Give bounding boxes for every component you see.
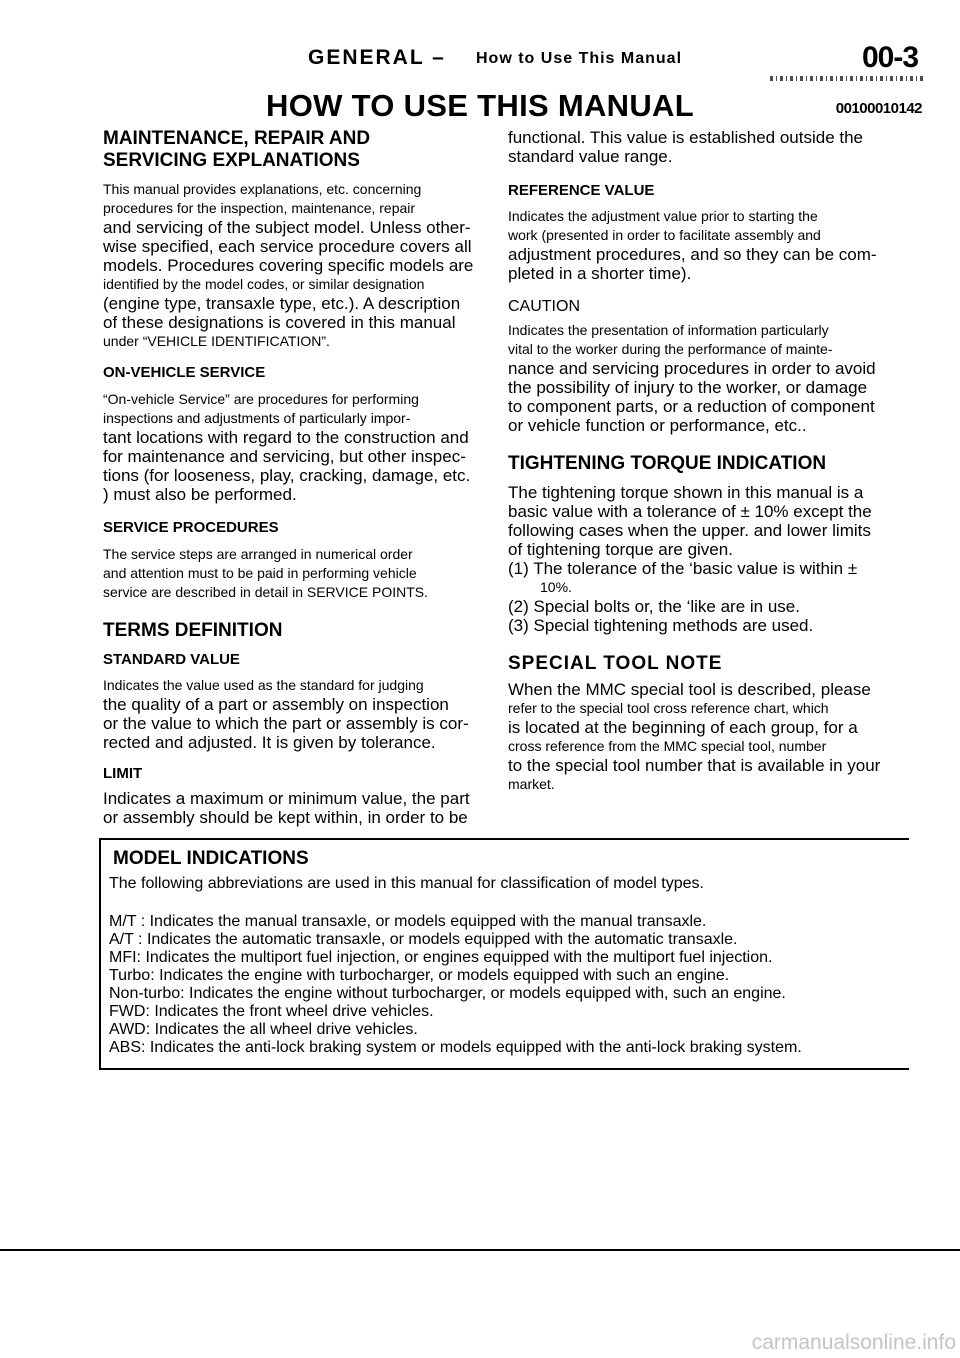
body-line: The tightening torque shown in this manu… [508,483,864,502]
on-vehicle-heading: ON-VEHICLE SERVICE [103,364,266,381]
body-line: cross reference from the MMC special too… [508,738,827,754]
body-line: This manual provides explanations, etc. … [103,181,422,197]
body-line: functional. This value is established ou… [508,128,864,147]
maintenance-heading-line: SERVICING EXPLANATIONS [103,150,360,171]
reference-value-heading: REFERENCE VALUE [508,182,655,199]
body-line: (1) The tolerance of the ‘basic value is… [508,559,858,578]
limit-body: Indicates a maximum or minimum value, th… [103,789,491,827]
terms-definition-heading: TERMS DEFINITION [103,620,283,641]
body-line: service are described in detail in SERVI… [103,584,428,600]
special-tool-body: When the MMC special tool is described, … [508,680,912,794]
tightening-torque-heading: TIGHTENING TORQUE INDICATION [508,453,827,474]
body-line: procedures for the inspection, maintenan… [103,200,416,216]
abbreviation-item: Turbo: Indicates the engine with turboch… [109,967,730,984]
body-line: models. Procedures covering specific mod… [103,256,474,275]
body-line: work (presented in order to facilitate a… [508,227,821,243]
body-line: Indicates the presentation of informatio… [508,322,829,338]
body-line: (3) Special tightening methods are used. [508,616,814,635]
model-indications-heading: MODEL INDICATIONS [113,848,309,869]
body-line: vital to the worker during the performan… [508,341,833,357]
body-line: (2) Special bolts or, the ‘like are in u… [508,597,800,616]
body-line: Indicates a maximum or minimum value, th… [103,789,470,808]
reference-value-body: Indicates the adjustment value prior to … [508,207,912,283]
body-line: rected and adjusted. It is given by tole… [103,733,436,752]
body-line: When the MMC special tool is described, … [508,680,871,699]
body-line: The service steps are arranged in numeri… [103,546,413,562]
caution-body: Indicates the presentation of informatio… [508,321,912,435]
model-indications-box: MODEL INDICATIONS The following abbrevia… [99,838,909,1070]
page-header: GENERAL – How to Use This Manual 00-3 [0,41,960,81]
abbreviation-item: Non-turbo: Indicates the engine without … [109,985,786,1002]
standard-value-body: Indicates the value used as the standard… [103,676,491,752]
body-line: and attention must to be paid in perform… [103,565,417,581]
body-line: to the special tool number that is avail… [508,756,881,775]
body-line: adjustment procedures, and so they can b… [508,245,877,264]
body-line: Indicates the value used as the standard… [103,677,424,693]
abbreviation-item: M/T : Indicates the manual transaxle, or… [109,913,707,930]
limit-heading: LIMIT [103,765,143,782]
body-line: of tightening torque are given. [508,540,733,559]
maintenance-heading: MAINTENANCE, REPAIR AND SERVICING EXPLAN… [103,128,491,172]
body-line: tant locations with regard to the constr… [103,428,469,447]
body-line: is located at the beginning of each grou… [508,718,858,737]
body-line: or the value to which the part or assemb… [103,714,469,733]
model-abbreviation-list: M/T : Indicates the manual transaxle, or… [109,913,909,1057]
header-rule [770,76,925,81]
on-vehicle-body: “On-vehicle Service” are procedures for … [103,390,491,504]
page-title: HOW TO USE THIS MANUAL [266,88,694,123]
abbreviation-item: AWD: Indicates the all wheel drive vehic… [109,1021,418,1038]
abbreviation-item: MFI: Indicates the multiport fuel inject… [109,949,773,966]
body-line: to component parts, or a reduction of co… [508,397,875,416]
body-line: standard value range. [508,147,673,166]
document-code: 00100010142 [835,100,923,117]
standard-value-heading: STANDARD VALUE [103,651,240,668]
service-procedures-body: The service steps are arranged in numeri… [103,545,491,602]
body-line: inspections and adjustments of particula… [103,410,411,426]
body-line: following cases when the upper. and lowe… [508,521,871,540]
body-line: the possibility of injury to the worker,… [508,378,868,397]
footer-rule [0,1249,960,1251]
body-line: identified by the model codes, or simila… [103,276,425,292]
body-line: under “VEHICLE IDENTIFICATION”. [103,333,330,349]
body-line: ) must also be performed. [103,485,297,504]
header-subtitle: How to Use This Manual [476,50,683,67]
service-procedures-heading: SERVICE PROCEDURES [103,519,279,536]
special-tool-heading: SPECIAL TOOL NOTE [508,653,723,674]
abbreviation-item: ABS: Indicates the anti-lock braking sys… [109,1039,802,1056]
body-line: for maintenance and servicing, but other… [103,447,466,466]
body-line: market. [508,776,555,792]
right-column: functional. This value is established ou… [508,128,912,794]
model-indications-description: The following abbreviations are used in … [109,875,704,892]
body-line: nance and servicing procedures in order … [508,359,876,378]
abbreviation-item: FWD: Indicates the front wheel drive veh… [109,1003,434,1020]
body-line: refer to the special tool cross referenc… [508,700,829,716]
body-line: (engine type, transaxle type, etc.). A d… [103,294,461,313]
body-line: of these designations is covered in this… [103,313,456,332]
body-line: basic value with a tolerance of ± 10% ex… [508,502,872,521]
left-column: MAINTENANCE, REPAIR AND SERVICING EXPLAN… [103,128,491,827]
page-number: 00-3 [861,41,919,74]
continued-body: functional. This value is established ou… [508,128,912,166]
maintenance-body: This manual provides explanations, etc. … [103,180,491,351]
body-line: wise specified, each service procedure c… [103,237,472,256]
header-section: GENERAL – [308,46,446,69]
body-line: Indicates the adjustment value prior to … [508,208,818,224]
abbreviation-item: A/T : Indicates the automatic transaxle,… [109,931,738,948]
watermark: carmanualsonline.info [751,1331,956,1354]
body-line: 10%. [540,579,572,595]
body-line: or vehicle function or performance, etc.… [508,416,807,435]
tightening-torque-body: The tightening torque shown in this manu… [508,483,912,635]
body-line: tions (for looseness, play, cracking, da… [103,466,471,485]
maintenance-heading-line: MAINTENANCE, REPAIR AND [103,128,371,149]
caution-heading: CAUTION [508,298,580,315]
body-line: pleted in a shorter time). [508,264,692,283]
body-line: the quality of a part or assembly on ins… [103,695,449,714]
body-line: or assembly should be kept within, in or… [103,808,468,827]
body-line: “On-vehicle Service” are procedures for … [103,391,419,407]
body-line: and servicing of the subject model. Unle… [103,218,471,237]
